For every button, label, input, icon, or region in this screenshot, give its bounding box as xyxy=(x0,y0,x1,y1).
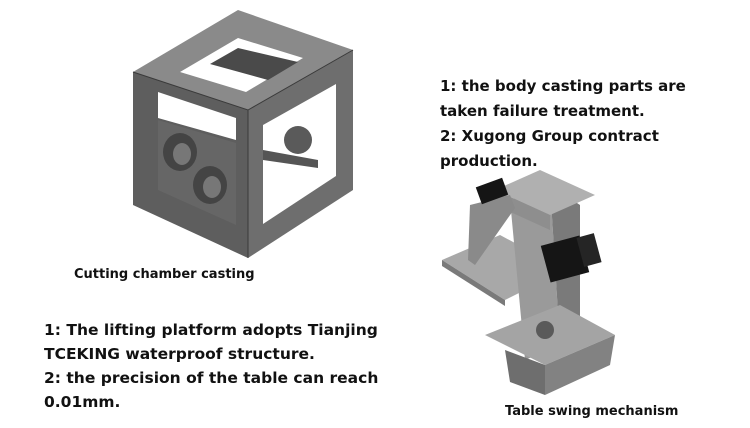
swing-motor-right xyxy=(540,235,590,283)
table-swing-mechanism-image xyxy=(442,170,615,395)
chamber-left-upper-opening xyxy=(158,92,236,140)
swing-arm xyxy=(468,195,515,265)
chamber-bore-hole-2-inner xyxy=(203,176,221,198)
chamber-right-inner-bore xyxy=(284,126,312,154)
body-note-line-1: 1: the body casting parts are xyxy=(440,77,686,95)
swing-motor-right-cap xyxy=(576,233,602,267)
platform-note-line-1: 1: The lifting platform adopts Tianjing xyxy=(44,321,378,339)
lifting-platform-notes: 1: The lifting platform adopts Tianjing … xyxy=(44,318,384,414)
swing-pivot xyxy=(536,321,554,339)
body-note-line-3: 2: Xugong Group contract xyxy=(440,127,659,145)
table-swing-caption: Table swing mechanism xyxy=(505,404,679,419)
cutting-chamber-casting-image xyxy=(132,10,354,258)
platform-note-line-2: TCEKING waterproof structure. xyxy=(44,345,315,363)
chamber-bore-hole-1-inner xyxy=(173,143,191,165)
swing-base-platform-side xyxy=(442,260,505,306)
body-note-line-2: taken failure treatment. xyxy=(440,102,645,120)
chamber-right-opening-shelf xyxy=(263,150,318,168)
chamber-right-opening xyxy=(263,84,336,224)
platform-note-line-3: 2: the precision of the table can reach xyxy=(44,369,379,387)
chamber-top-opening-inner xyxy=(210,48,298,80)
body-casting-notes: 1: the body casting parts are taken fail… xyxy=(440,74,740,174)
cutting-chamber-caption: Cutting chamber casting xyxy=(74,267,255,282)
swing-head-top xyxy=(495,170,595,215)
swing-lower-base-right xyxy=(545,335,615,395)
platform-note-line-4: 0.01mm. xyxy=(44,393,121,411)
swing-motor-upper xyxy=(475,177,509,205)
body-note-line-4: production. xyxy=(440,152,538,170)
swing-lower-base-front xyxy=(505,350,545,395)
